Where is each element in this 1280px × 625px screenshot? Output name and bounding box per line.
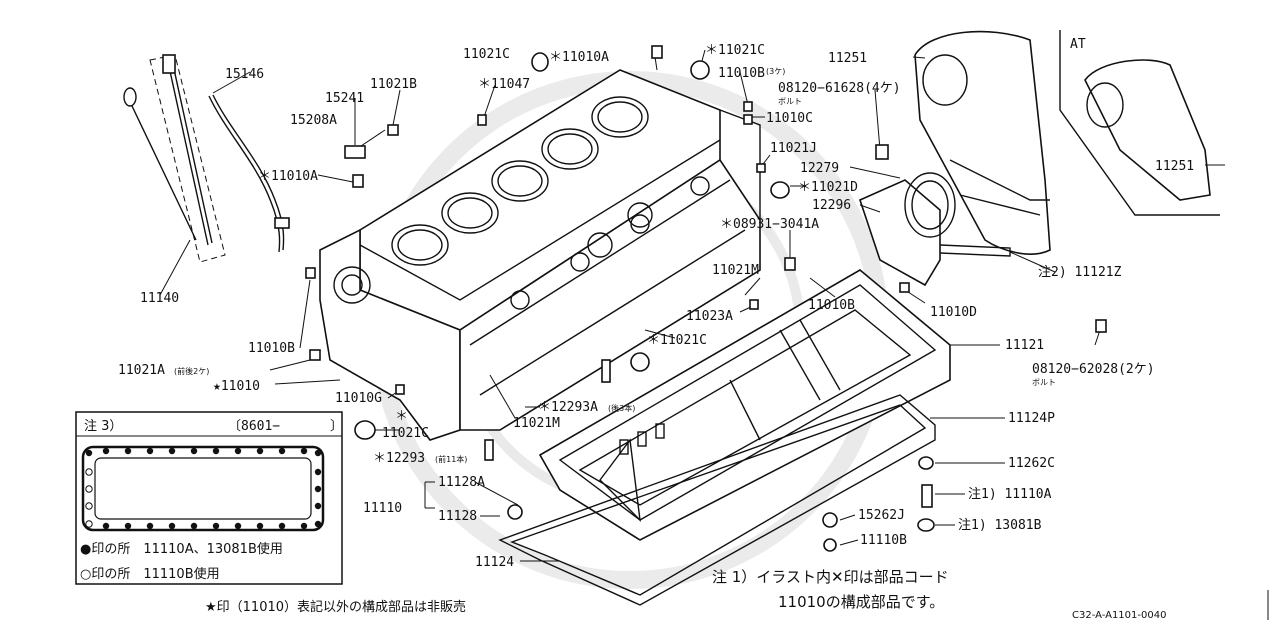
label-11121: 11121 <box>1005 338 1044 353</box>
inset-note-3: 注 3） 〔8601− 〕 <box>75 411 343 585</box>
note-maeushiro: (前後2ケ) <box>174 366 209 376</box>
label-12279: 12279 <box>800 161 839 176</box>
note1-line2: 11010の構成部品です。 <box>778 593 944 611</box>
oil-pan <box>538 269 951 552</box>
label-11021d: ＊11021D <box>798 180 858 195</box>
label-08120-62028: 08120−62028(2ケ) <box>1032 362 1155 377</box>
note-bolt-1: ボルト <box>778 97 802 106</box>
label-15146: 15146 <box>225 67 264 82</box>
note1-line1: 注 1）イラスト内✕印は部品コード <box>712 568 949 586</box>
label-11021m-b: 11021M <box>513 416 560 431</box>
inset-title: 注 3） <box>84 419 122 434</box>
label-15241: 15241 <box>325 91 364 106</box>
label-11010b-r: 11010B <box>808 298 855 313</box>
legend-star: ★印（11010）表記以外の構成部品は非販売 <box>205 599 466 615</box>
label-11010b-l: 11010B <box>248 341 295 356</box>
label-11121z: 注2) 11121Z <box>1038 265 1122 280</box>
legend-open: ○印の所 11110B使用 <box>80 566 220 582</box>
label-11110b: 11110B <box>860 533 907 548</box>
rear-plate <box>914 30 1051 255</box>
label-11251-at: 11251 <box>1155 159 1194 174</box>
inset-code: 〔8601− <box>228 419 280 434</box>
label-11128: 11128 <box>438 509 477 524</box>
label-11128a: 11128A <box>438 475 485 490</box>
label-11021c-top: 11021C <box>463 47 510 62</box>
label-12293a: ＊12293A <box>538 400 598 415</box>
label-11010-star: ★11010 <box>213 379 260 394</box>
label-12293: ＊12293 <box>373 451 425 466</box>
label-11021j: 11021J <box>770 141 817 156</box>
note-mae11: (前11本) <box>435 454 467 464</box>
label-11010g: 11010G <box>335 391 382 406</box>
label-11010d: 11010D <box>930 305 977 320</box>
dipstick-assembly <box>123 54 290 263</box>
label-11021c-mid: ＊11021C <box>647 333 707 348</box>
label-11110: 11110 <box>363 501 402 516</box>
label-11021m-r: 11021M <box>712 263 759 278</box>
label-11021b: 11021B <box>370 77 417 92</box>
label-11251: 11251 <box>828 51 867 66</box>
cylinder-block <box>319 69 761 441</box>
label-12296: 12296 <box>812 198 851 213</box>
label-11047: ＊11047 <box>478 77 530 92</box>
label-11110a: 注1) 11110A <box>968 487 1052 502</box>
label-11010a-top: ＊11010A <box>549 50 609 65</box>
label-08931: ＊08931−3041A <box>720 217 819 232</box>
gasket-holes <box>85 447 322 530</box>
diagram-code: C32-A-A1101-0040 <box>1072 610 1166 621</box>
label-11124p: 11124P <box>1008 411 1055 426</box>
label-11010b-top: 11010B <box>718 66 765 81</box>
at-plate: AT <box>1059 30 1220 216</box>
label-15208a: 15208A <box>290 113 337 128</box>
inset-bracket: 〕 <box>330 419 343 434</box>
callout-labels: 15146 11140 15241 15208A 11021B ＊11047 ＊… <box>118 43 1194 570</box>
label-11140: 11140 <box>140 291 179 306</box>
label-08120-61628: 08120−61628(4ケ) <box>778 81 901 96</box>
at-label: AT <box>1070 37 1086 52</box>
label-11010a-left: ＊11010A <box>258 169 318 184</box>
oil-pan-gasket <box>498 394 936 606</box>
label-11023a: 11023A <box>686 309 733 324</box>
label-11010c: 11010C <box>766 111 813 126</box>
label-13081b: 注1) 13081B <box>958 518 1042 533</box>
label-11021a: 11021A <box>118 363 165 378</box>
label-11021c-top2: ＊11021C <box>705 43 765 58</box>
label-11021c-bot: 11021C <box>382 426 429 441</box>
label-15262j: 15262J <box>858 508 905 523</box>
legend-filled: ●印の所 11110A、13081B使用 <box>80 541 283 557</box>
note-ushiro3: (後3本) <box>608 403 635 413</box>
note-bolt-2: ボルト <box>1032 378 1056 387</box>
label-11262c: 11262C <box>1008 456 1055 471</box>
star-mark: ＊ <box>395 409 408 424</box>
note-3ke: (3ケ) <box>766 67 785 76</box>
label-11124: 11124 <box>475 555 514 570</box>
small-parts <box>305 45 1107 532</box>
